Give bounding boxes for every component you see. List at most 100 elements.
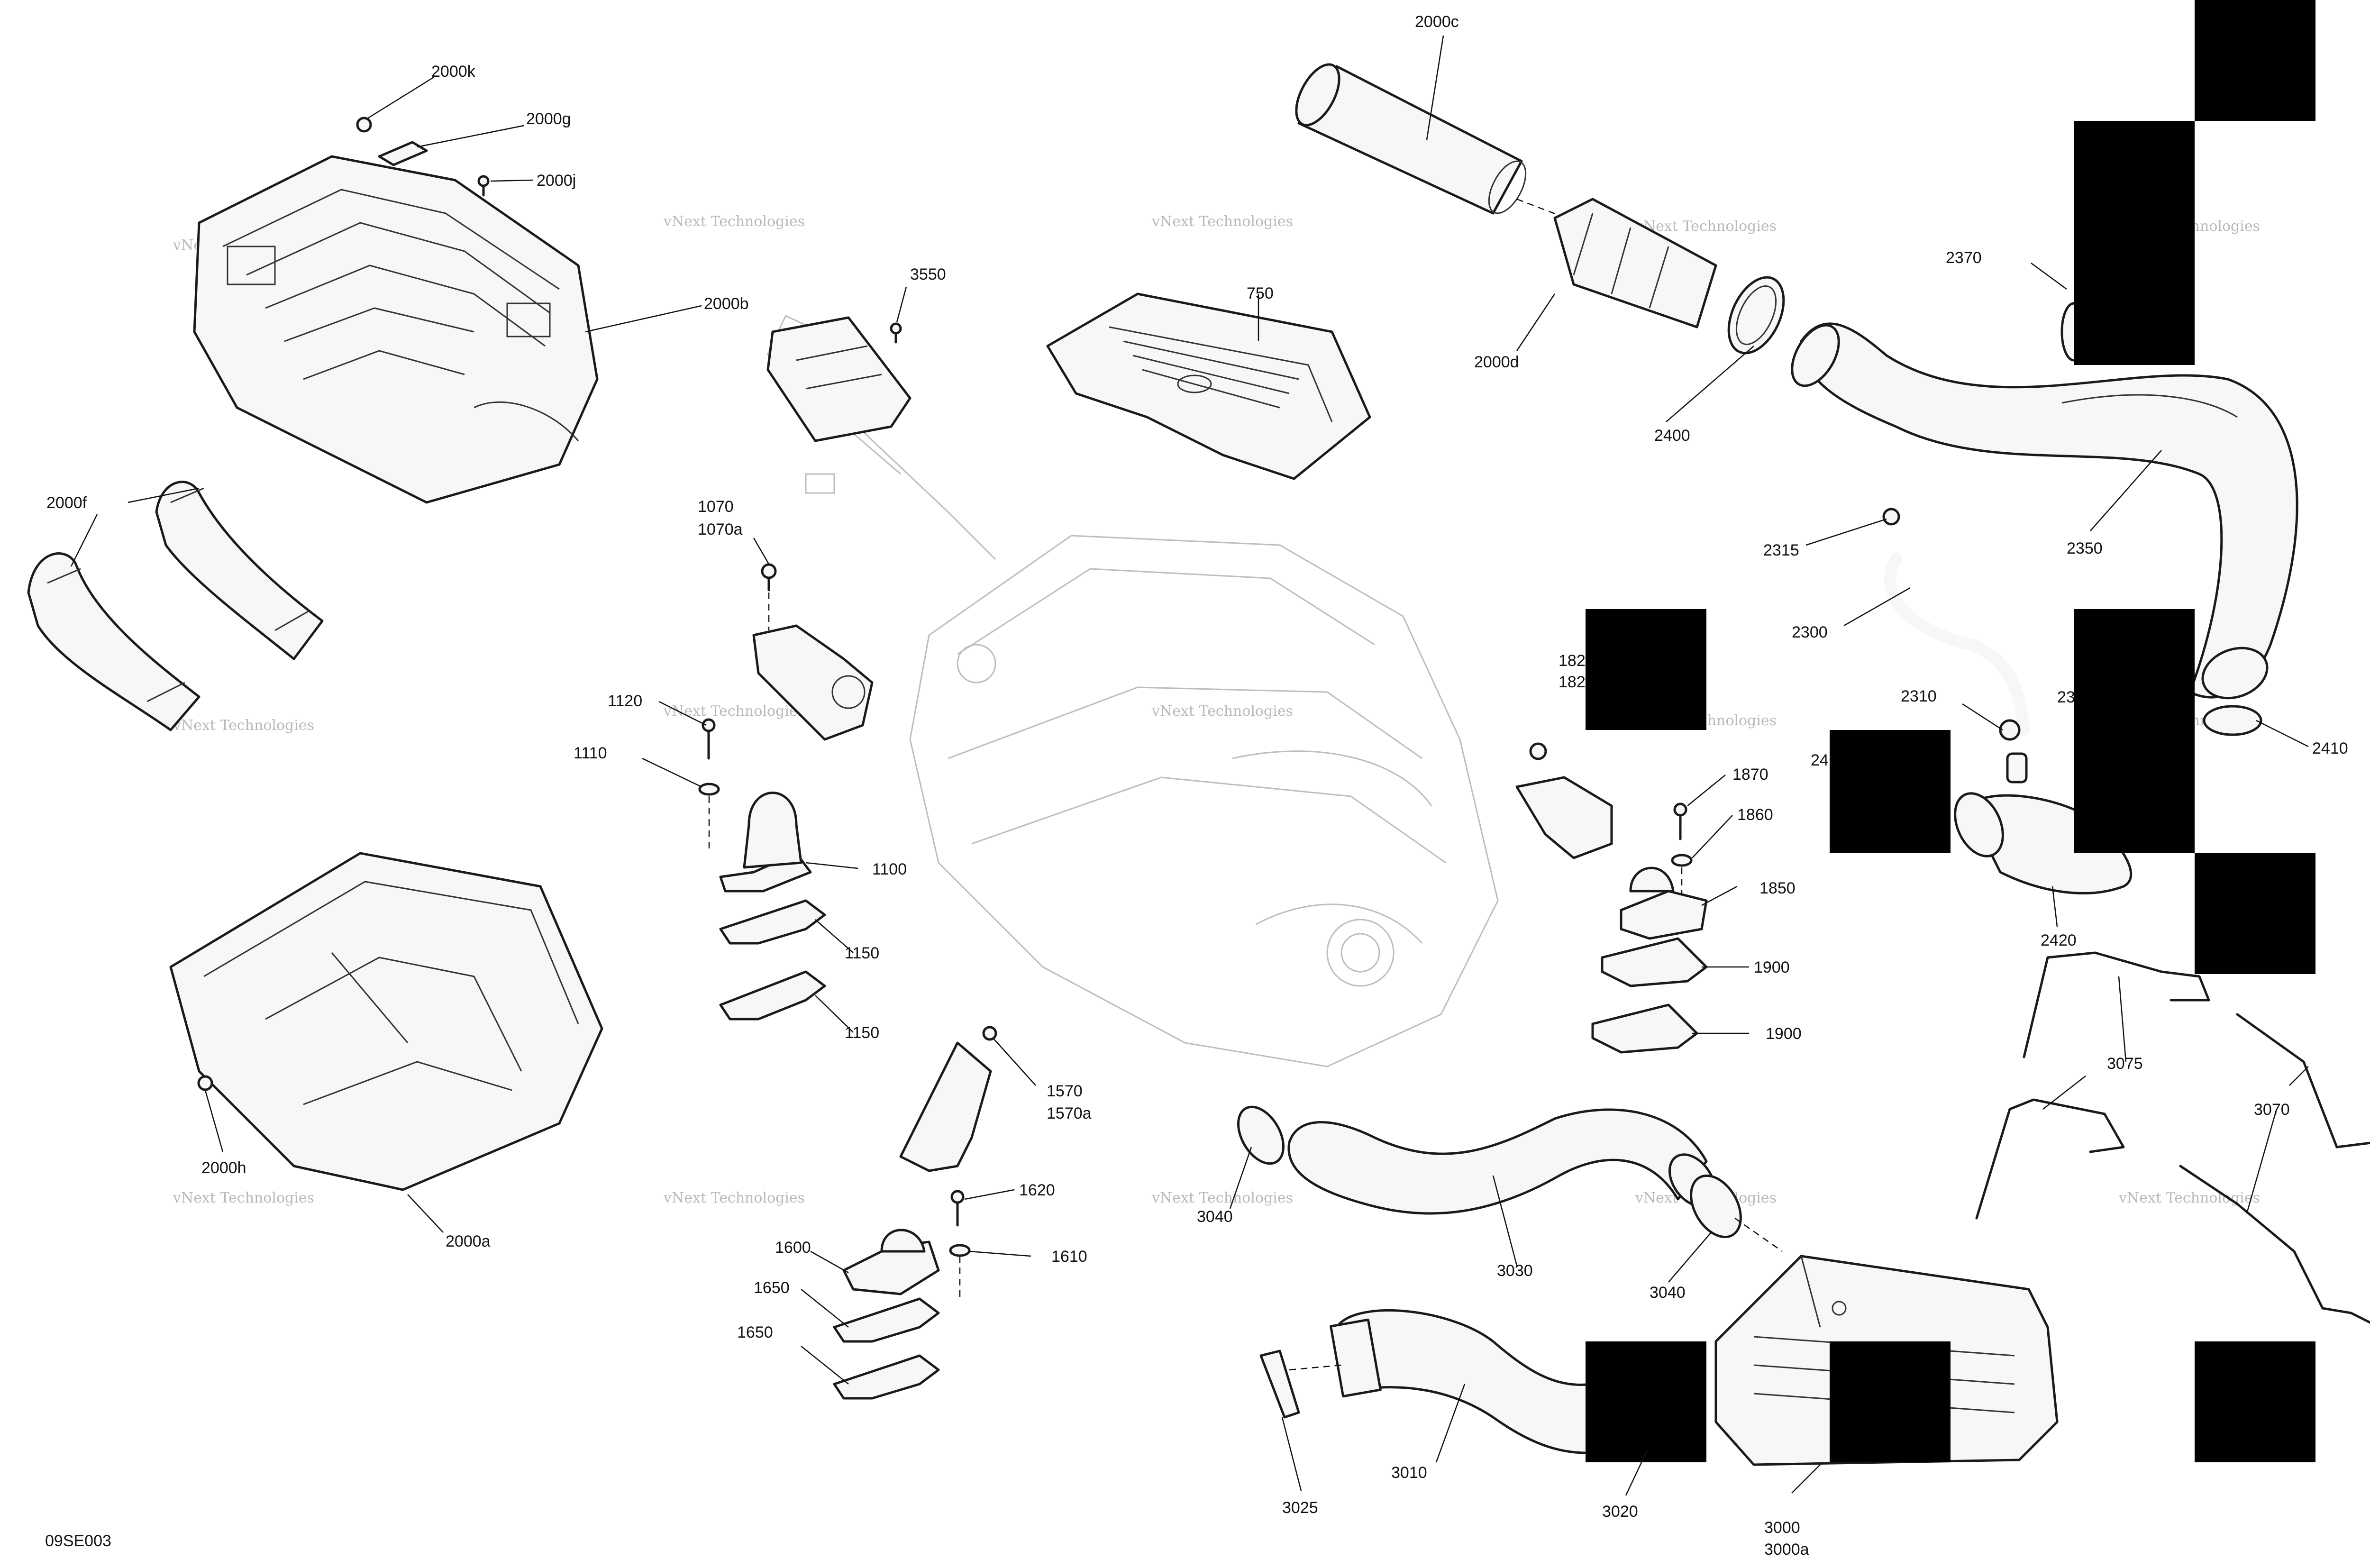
engine-mount-1600 — [842, 1229, 940, 1295]
shim-1900-upper — [1601, 937, 1708, 987]
callout-2300: 2300 — [1792, 623, 1828, 641]
callout-2410: 2410 — [2312, 739, 2348, 757]
callout-3550: 3550 — [910, 265, 946, 283]
callout-2310: 2310 — [1901, 687, 1937, 705]
engine-cover-750 — [1046, 292, 1371, 480]
washer-1860 — [1671, 854, 1693, 867]
callout-3040-right: 3040 — [1650, 1284, 1686, 1302]
callout-2000f: 2000f — [46, 494, 87, 512]
watermark-12: vNext Technologies — [663, 1190, 805, 1206]
hose-3010 — [1330, 1309, 1613, 1454]
callout-3025: 3025 — [1282, 1499, 1318, 1517]
callout-3020: 3020 — [1602, 1503, 1638, 1521]
callout-3000a: 3000a — [1764, 1541, 1809, 1559]
shim-1150-upper — [719, 899, 826, 945]
callout-2000b: 2000b — [704, 295, 749, 313]
callout-1650-upper: 1650 — [754, 1279, 790, 1297]
engine-ghost-outline — [766, 315, 1499, 1067]
bolt-1570 — [982, 1026, 997, 1041]
callout-2000h: 2000h — [201, 1159, 246, 1177]
redaction-block — [1586, 1341, 1706, 1462]
redaction-block — [2195, 0, 2315, 121]
fitting-near-2310 — [2006, 752, 2028, 784]
callout-3040-left: 3040 — [1197, 1208, 1233, 1226]
callout-1600: 1600 — [775, 1239, 811, 1257]
clip-3025 — [1259, 1349, 1300, 1419]
callout-1610: 1610 — [1051, 1248, 1087, 1266]
shim-1150-lower — [719, 970, 826, 1021]
clamp-3040-right — [1690, 1174, 1742, 1239]
callout-1150-lower: 1150 — [845, 1024, 879, 1042]
clamp-2315 — [1882, 508, 1900, 526]
callout-1900-upper: 1900 — [1754, 958, 1790, 976]
redaction-block — [2074, 609, 2195, 853]
callout-2315: 2315 — [1763, 541, 1799, 559]
bracket-1820 — [1515, 776, 1613, 859]
callout-3070: 3070 — [2254, 1101, 2290, 1119]
redaction-block — [1830, 1341, 1951, 1462]
hose-2300 — [1884, 553, 2030, 736]
redaction-block — [2074, 121, 2195, 365]
callout-2000c: 2000c — [1415, 13, 1459, 31]
callout-1820-partial-b: 182 — [1559, 673, 1586, 691]
callout-2000d: 2000d — [1474, 353, 1519, 371]
callout-3000: 3000 — [1764, 1519, 1800, 1537]
callout-1070: 1070 — [698, 498, 734, 516]
callout-1820-partial-a: 182 — [1559, 652, 1586, 670]
intake-manifold — [193, 155, 599, 504]
watermark-7: vNext Technologies — [663, 703, 805, 720]
shim-1650-lower — [833, 1354, 940, 1400]
callout-1150-upper: 1150 — [845, 944, 879, 962]
callout-3075: 3075 — [2107, 1055, 2143, 1073]
callout-24xx-partial: 24 — [1811, 751, 1829, 769]
callout-2370: 2370 — [1946, 249, 1982, 267]
diagram-id: 09SE003 — [45, 1532, 111, 1550]
callout-labels: 2000k 2000g 2000j 2000b 2000f 2000h 2000… — [46, 13, 2348, 1559]
engine-mount-1100 — [719, 792, 812, 893]
hose-2000f-left — [27, 552, 201, 731]
watermark-6: vNext Technologies — [173, 717, 314, 734]
adapter-2000d — [1553, 198, 1717, 328]
callout-1850: 1850 — [1759, 879, 1796, 897]
callout-23xx-partial: 23 — [2057, 688, 2075, 706]
callout-1860: 1860 — [1737, 806, 1773, 824]
callout-2000j: 2000j — [537, 172, 576, 190]
callout-2400: 2400 — [1654, 427, 1690, 445]
bolt-2000k — [356, 117, 372, 133]
callout-1870: 1870 — [1732, 766, 1768, 784]
callout-3030: 3030 — [1497, 1262, 1533, 1280]
watermark-8: vNext Technologies — [1151, 703, 1293, 720]
bracket-1570 — [899, 1041, 992, 1172]
callout-750: 750 — [1247, 284, 1274, 302]
callout-1120: 1120 — [608, 692, 642, 710]
callout-2000a: 2000a — [446, 1232, 491, 1250]
watermark-2: vNext Technologies — [663, 213, 805, 230]
dashline-3025 — [1289, 1364, 1342, 1371]
redaction-block — [1586, 609, 1706, 730]
callout-1110: 1110 — [574, 744, 607, 762]
callout-2420: 2420 — [2041, 931, 2077, 949]
callout-1620: 1620 — [1019, 1181, 1055, 1199]
watermark-3: vNext Technologies — [1151, 213, 1293, 230]
callout-1570: 1570 — [1047, 1082, 1083, 1100]
intake-duct-2350 — [1791, 322, 2298, 700]
redaction-layer — [1586, 0, 2315, 1462]
bolt-1820 — [1529, 742, 1547, 760]
clamp-2410 — [2203, 705, 2262, 736]
callout-1650-lower: 1650 — [737, 1323, 773, 1341]
washer-1610 — [949, 1244, 971, 1257]
callout-2000g: 2000g — [526, 110, 571, 128]
callout-3010: 3010 — [1391, 1464, 1427, 1482]
bolt-2000h — [197, 1075, 213, 1091]
redaction-block — [2195, 1341, 2315, 1462]
clamp-2400 — [1727, 276, 1785, 355]
watermark-13: vNext Technologies — [1151, 1190, 1293, 1206]
engine-mount-1850 — [1620, 866, 1708, 940]
bracket-3070-upper — [2236, 1013, 2370, 1149]
clamp-3040-left — [1237, 1105, 1285, 1165]
oil-pan — [169, 852, 603, 1191]
module-3550 — [766, 316, 912, 442]
washer-1110 — [698, 783, 720, 796]
callout-1900-lower: 1900 — [1766, 1025, 1802, 1043]
